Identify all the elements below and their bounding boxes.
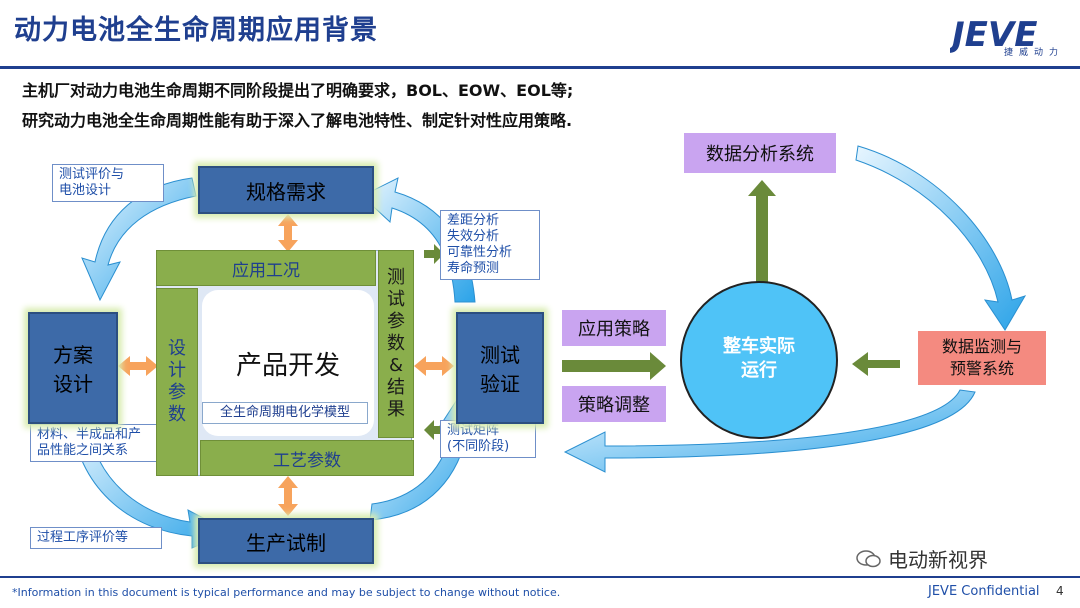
orange-arrow-spec-topbar	[278, 214, 298, 252]
spec-box: 规格需求	[198, 166, 374, 214]
note-material: 材料、半成品和产品性能之间关系	[30, 424, 166, 462]
design-box: 方案设计	[28, 312, 118, 424]
curve-arrow-design-to-production	[71, 421, 232, 549]
watermark: 电动新视界	[856, 544, 988, 573]
monitor-box: 数据监测与预警系统	[918, 331, 1046, 385]
orange-arrow-design-leftbar	[118, 356, 158, 376]
logo-text: JEVE	[950, 15, 1037, 54]
header-rule	[0, 66, 1080, 69]
note-analysis: 差距分析失效分析 可靠性分析寿命预测	[440, 210, 540, 280]
strategy-apply-box: 应用策略	[562, 310, 666, 346]
left-bar-design-params: 设计参数	[156, 288, 198, 476]
data-analysis-box: 数据分析系统	[684, 133, 836, 173]
bullet-1: 主机厂对动力电池生命周期不同阶段提出了明确要求，BOL、EOW、EOL等;	[22, 81, 574, 100]
page-number: 4	[1056, 584, 1064, 598]
verify-box: 测试验证	[456, 312, 544, 424]
wechat-icon	[856, 549, 882, 569]
jeve-logo: JEVE	[950, 15, 1037, 54]
bullet-2: 研究动力电池全生命周期性能有助于深入了解电池特性、制定针对性应用策略.	[22, 111, 573, 130]
olive-arrow-to-analysis-note	[424, 244, 444, 264]
orange-arrow-bottombar-production	[278, 476, 298, 516]
curve-arrow-monitor-to-verify	[563, 389, 976, 473]
model-label: 全生命周期电化学模型	[202, 402, 368, 424]
olive-arrow-vehicle-to-analysis	[748, 180, 776, 282]
top-bar-conditions: 应用工况	[156, 250, 376, 286]
olive-arrow-monitor-to-vehicle	[852, 352, 900, 376]
right-bar-test-results: 测试参数&结果	[378, 250, 414, 438]
strategy-adjust-box: 策略调整	[562, 386, 666, 422]
note-process: 过程工序评价等	[30, 527, 162, 549]
olive-arrow-to-test-matrix	[424, 420, 444, 440]
orange-arrow-rightbar-verify	[414, 356, 454, 376]
vehicle-label: 整车实际运行	[723, 336, 795, 381]
note-test-eval: 测试评价与电池设计	[52, 164, 164, 202]
watermark-text: 电动新视界	[888, 548, 988, 572]
production-box: 生产试制	[198, 518, 374, 564]
bottom-bar-process: 工艺参数	[200, 440, 414, 476]
olive-arrow-to-vehicle	[562, 352, 666, 380]
curve-arrow-analysis-to-monitor	[855, 145, 1027, 331]
footer-confidential: JEVE Confidential	[928, 584, 1040, 599]
logo-subtitle: 捷威动力	[1004, 48, 1065, 58]
footer-rule	[0, 576, 1080, 578]
page-title: 动力电池全生命周期应用背景	[14, 15, 378, 46]
footer-disclaimer: *Information in this document is typical…	[12, 586, 561, 599]
vehicle-circle	[680, 281, 838, 439]
note-test-matrix: 测试矩阵(不同阶段)	[440, 420, 536, 458]
